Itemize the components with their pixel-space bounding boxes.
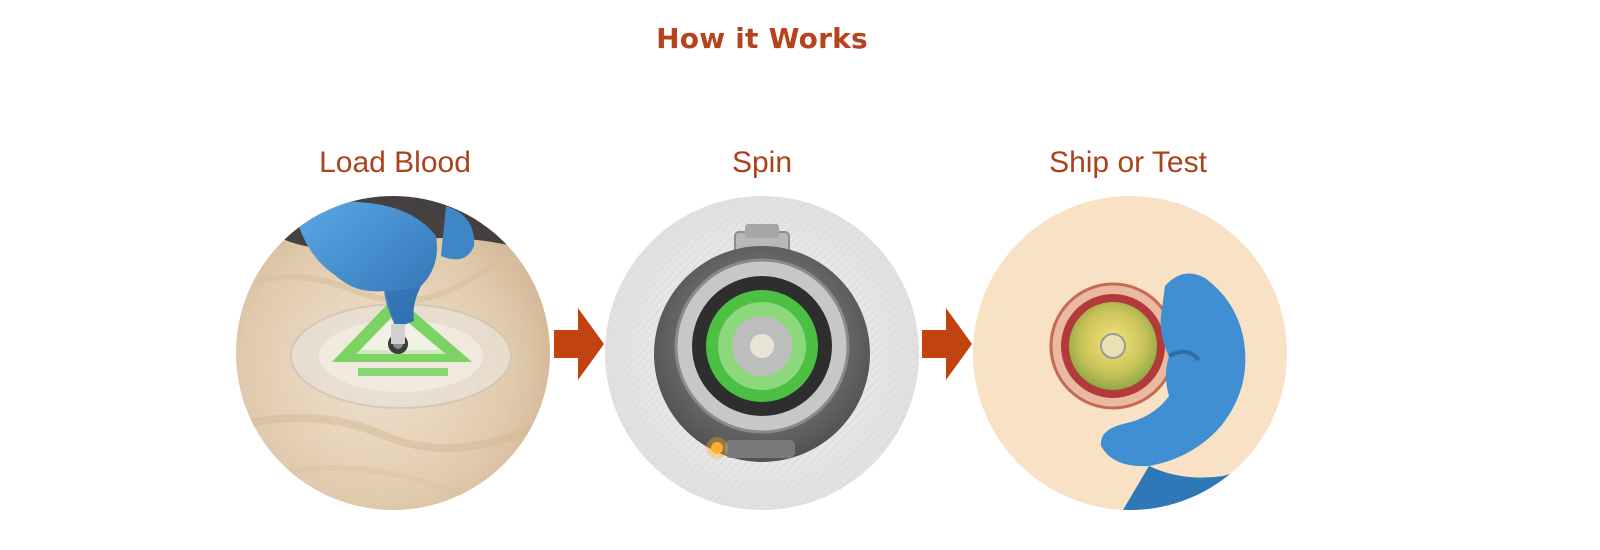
step-label-spin: Spin	[731, 146, 793, 179]
sample-disc-photo	[973, 196, 1287, 510]
right-arrow-icon	[922, 308, 972, 380]
load-blood-photo	[236, 196, 550, 510]
step-label-ship-or-test: Ship or Test	[1049, 146, 1207, 179]
step-label-load-blood: Load Blood	[319, 146, 471, 179]
spin-device-photo	[605, 196, 919, 510]
right-arrow-icon	[554, 308, 604, 380]
page-title: How it Works	[656, 22, 868, 55]
